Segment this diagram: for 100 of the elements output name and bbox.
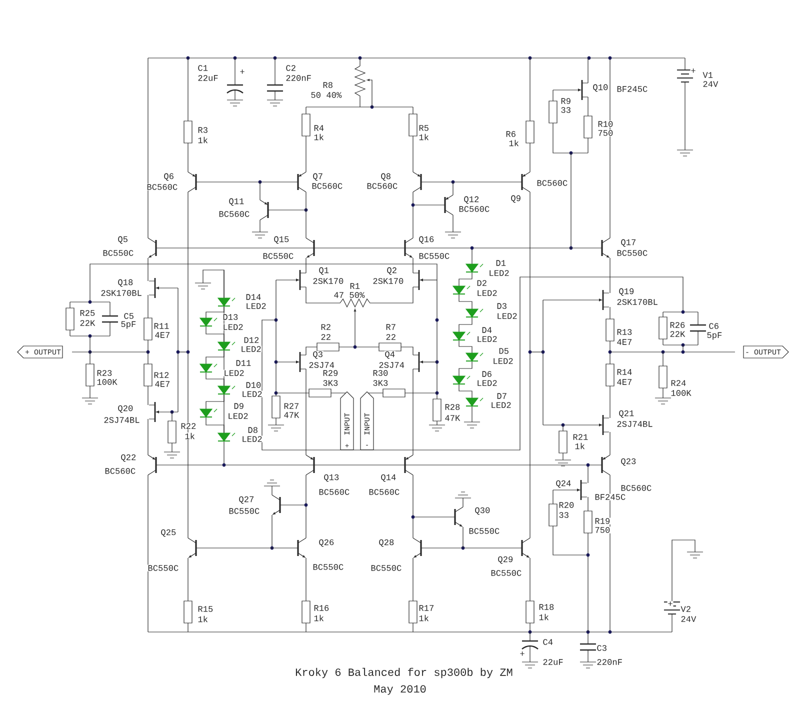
component-label: Q7 xyxy=(312,172,324,182)
component-label: BC550C xyxy=(616,250,648,256)
component-label: BC550C xyxy=(312,564,344,570)
component-label: BC560C xyxy=(146,184,178,190)
component-label: 4E7 xyxy=(616,338,633,346)
component-label: 4E7 xyxy=(154,332,171,338)
component-label: Q14 xyxy=(380,474,397,482)
component-label: D10 xyxy=(245,382,262,388)
component-label: LED2 xyxy=(240,346,262,352)
component-label: D7 xyxy=(496,392,508,400)
component-label: R27 xyxy=(283,402,300,410)
component-label: 1k xyxy=(418,133,430,141)
component-label: 2SK170BL xyxy=(616,298,658,306)
component-label: 750 xyxy=(597,130,614,136)
component-label: 2SJ74BL xyxy=(103,416,140,424)
component-label: Q6 xyxy=(163,172,174,182)
component-label: C3 xyxy=(596,644,608,652)
component-label: R17 xyxy=(418,604,435,612)
component-label: D6 xyxy=(481,370,492,378)
component-label: C4 xyxy=(542,638,554,646)
component-label: BC550C xyxy=(490,570,522,576)
component-label: Q27 xyxy=(238,496,255,504)
component-label: C5 xyxy=(123,312,134,320)
component-label: 4E7 xyxy=(616,378,633,386)
component-label: R10 xyxy=(597,120,614,128)
component-label: R24 xyxy=(670,380,687,386)
component-label: D8 xyxy=(247,426,258,434)
component-label: D5 xyxy=(498,348,510,354)
component-label: LED2 xyxy=(490,402,512,408)
component-label: 50 40% xyxy=(310,92,342,98)
component-label: Q26 xyxy=(318,538,335,548)
component-label: R9 xyxy=(560,98,572,104)
component-label: LED2 xyxy=(241,436,263,442)
component-label: R14 xyxy=(616,368,633,376)
component-label: R16 xyxy=(313,604,330,612)
component-label: R20 xyxy=(558,502,575,508)
component-label: 220nF xyxy=(596,658,623,666)
component-label: 24V xyxy=(680,616,697,622)
component-label: 22 xyxy=(320,334,332,340)
component-label: LED2 xyxy=(222,324,244,330)
component-label: 47K xyxy=(283,412,300,418)
component-label: C6 xyxy=(708,322,720,330)
component-label: BC560C xyxy=(368,488,400,496)
polarity-sign: + xyxy=(519,651,526,657)
component-label: BC560C xyxy=(536,180,568,186)
component-label: BC550C xyxy=(228,508,260,514)
component-label: R7 xyxy=(385,324,396,330)
component-label: LED2 xyxy=(476,290,498,296)
component-label: Q22 xyxy=(120,454,137,462)
component-label: Q9 xyxy=(510,194,522,204)
component-label: R15 xyxy=(197,606,214,612)
component-label: Q28 xyxy=(378,538,395,548)
component-label: 1k xyxy=(538,614,550,621)
component-label: R18 xyxy=(538,604,555,610)
component-label: 2SK170BL xyxy=(100,290,142,296)
component-label: Q13 xyxy=(323,474,340,482)
component-label: LED2 xyxy=(227,412,249,420)
component-label: Q29 xyxy=(497,556,514,564)
component-label: R4 xyxy=(313,124,324,132)
component-label: R3 xyxy=(197,126,208,134)
component-label: BC560C xyxy=(318,488,350,496)
component-label: BC550C xyxy=(147,564,180,572)
component-label: LED2 xyxy=(476,336,498,342)
component-label: 1k xyxy=(574,442,586,450)
component-label: 1k xyxy=(197,136,208,144)
component-label: LED2 xyxy=(476,380,498,386)
component-label: R19 xyxy=(594,518,611,524)
component-label: Q10 xyxy=(592,84,609,92)
component-label: R13 xyxy=(616,328,633,336)
component-label: BC550C xyxy=(418,252,450,260)
component-label: 1k xyxy=(197,616,208,623)
component-label: Q2 xyxy=(386,266,398,276)
component-label: R28 xyxy=(444,404,461,410)
component-label: 2SK170 xyxy=(372,278,404,284)
component-label: 100K xyxy=(96,378,118,386)
component-label: R22 xyxy=(180,422,197,430)
component-label: Q17 xyxy=(620,238,637,248)
polarity-sign: + xyxy=(667,601,674,607)
component-label: V2 xyxy=(680,606,692,612)
component-label: Q20 xyxy=(117,404,134,414)
component-label: BF245C xyxy=(594,494,626,500)
date-text: May 2010 xyxy=(374,685,426,695)
component-label: BC560C xyxy=(458,206,490,212)
component-label: BC560C xyxy=(366,182,398,190)
component-label: Q18 xyxy=(117,278,134,288)
component-label: R2 xyxy=(320,324,332,330)
polarity-sign: + xyxy=(690,68,696,74)
component-label: 1k xyxy=(184,432,196,440)
component-label: BC560C xyxy=(218,210,250,218)
component-label: 1k xyxy=(313,133,324,141)
component-label: D14 xyxy=(245,294,262,300)
component-label: R8 xyxy=(322,82,334,88)
component-label: R21 xyxy=(572,434,589,440)
component-label: R30 xyxy=(372,370,389,376)
component-label: Q23 xyxy=(620,458,637,466)
component-label: R29 xyxy=(322,370,339,376)
component-label: Q5 xyxy=(117,236,128,244)
component-label: 1k xyxy=(313,614,324,622)
component-label: Q24 xyxy=(555,480,572,488)
component-label: 2SJ74 xyxy=(378,362,405,368)
